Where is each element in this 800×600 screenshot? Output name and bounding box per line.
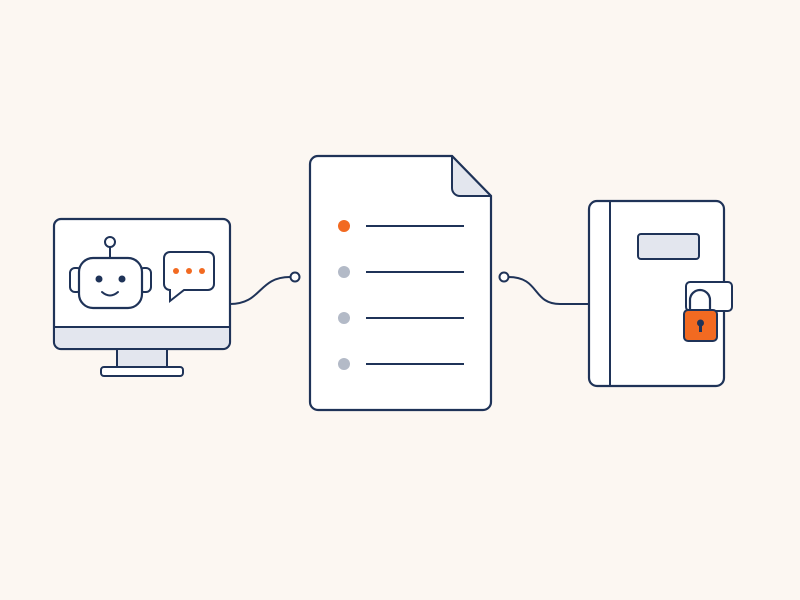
document-list: [338, 220, 464, 370]
document-fold: [451, 155, 492, 197]
document-page: [308, 154, 493, 412]
typing-dot: [173, 268, 179, 274]
list-item: [338, 312, 464, 324]
connector-endpoint: [289, 271, 301, 283]
typing-dot: [199, 268, 205, 274]
connector-endpoint: [498, 271, 510, 283]
keyhole: [697, 319, 704, 327]
locked-notebook-icon: [587, 199, 733, 388]
list-bullet: [338, 312, 350, 324]
monitor-stand: [100, 366, 184, 377]
list-item: [338, 358, 464, 370]
connector-line: [229, 276, 291, 305]
connector-document-notebook: [498, 271, 589, 305]
padlock-shackle: [688, 288, 712, 312]
list-bullet: [338, 358, 350, 370]
robot-icon: [69, 236, 152, 310]
keyhole-slot: [699, 324, 702, 332]
list-item: [338, 266, 464, 278]
computer-icon: [52, 217, 232, 377]
padlock-icon: [683, 288, 718, 342]
robot-antenna-tip: [104, 236, 116, 248]
speech-bubble: [163, 251, 215, 304]
robot-eye-right: [118, 275, 126, 283]
label-icon: [637, 233, 700, 260]
speech-bubble-icon: [163, 251, 215, 304]
list-bullet: [338, 266, 350, 278]
typing-dot: [186, 268, 192, 274]
robot-eye-left: [95, 275, 103, 283]
robot-smile: [101, 291, 119, 297]
robot-head: [77, 256, 144, 310]
connector-computer-document: [229, 271, 301, 305]
document-icon: [308, 154, 493, 412]
monitor-neck: [116, 348, 168, 369]
connector-line: [508, 276, 589, 305]
typing-dots: [173, 268, 205, 274]
list-bullet-highlighted: [338, 220, 350, 232]
list-item: [338, 220, 464, 232]
monitor-bezel: [55, 327, 229, 348]
